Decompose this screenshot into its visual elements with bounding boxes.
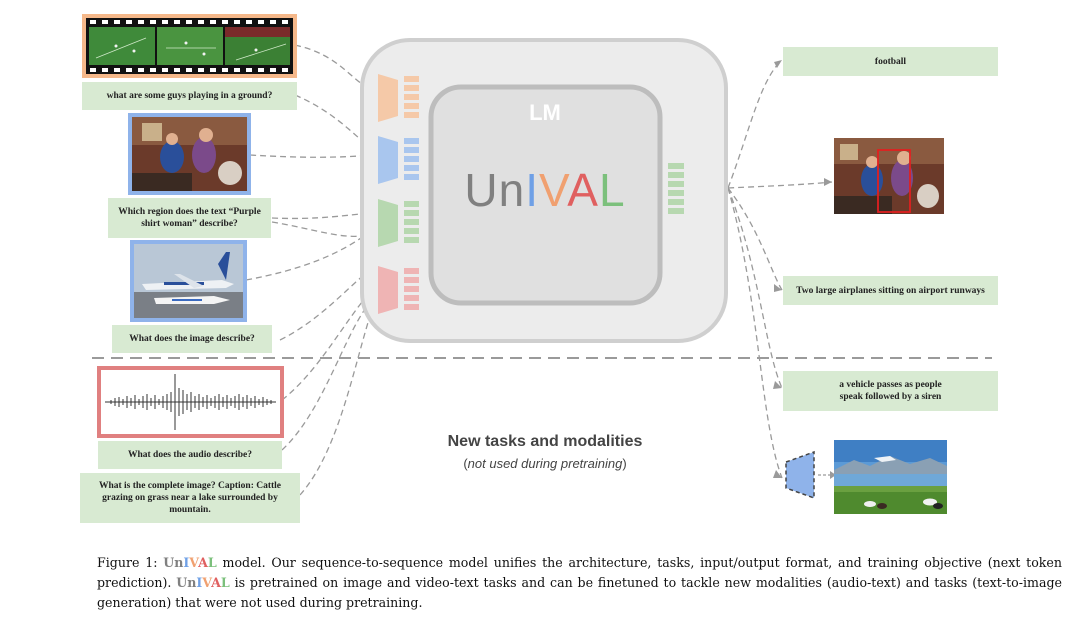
caption-logo: UnIVAL xyxy=(176,575,229,590)
encoder-token xyxy=(404,85,419,91)
encoder-token xyxy=(404,219,419,225)
encoder-token xyxy=(404,112,419,118)
encoder-token xyxy=(404,277,419,283)
encoder-token xyxy=(404,295,419,301)
unival-logo: UnIVAL xyxy=(440,160,650,220)
encoder-token xyxy=(404,210,419,216)
figure-label: Figure 1: xyxy=(97,555,158,570)
input-question-generation: What is the complete image? Caption: Cat… xyxy=(80,473,300,523)
caption-logo-part: V xyxy=(189,555,199,570)
caption-logo-part: Un xyxy=(163,555,184,570)
encoder-token xyxy=(404,201,419,207)
video-frames-icon xyxy=(82,14,297,78)
encoder-trapezoid xyxy=(378,74,398,122)
encoder-trapezoid xyxy=(378,136,398,184)
new-tasks-subtitle: (not used during pretraining) xyxy=(380,456,710,471)
input-question-grounding: Which region does the text “Purple shirt… xyxy=(108,198,271,238)
subtitle-italic: not used during pretraining xyxy=(467,456,623,471)
unival-diagram: LM UnIVAL what are some xyxy=(80,14,998,523)
photo-airplanes-icon xyxy=(130,240,247,322)
encoder-token xyxy=(404,165,419,171)
caption-logo-part: A xyxy=(211,575,221,590)
input-question-video: what are some guys playing in a ground? xyxy=(82,82,297,110)
caption-part-2: is pretrained on image and video-text ta… xyxy=(97,575,1062,610)
encoder-token xyxy=(404,103,419,109)
caption-part-1: model. Our sequence-to-sequence model un… xyxy=(97,555,1062,590)
output-token-stack xyxy=(668,163,684,214)
caption-logo: UnIVAL xyxy=(163,555,216,570)
encoder-token xyxy=(404,237,419,243)
subtitle-open: ( xyxy=(463,456,468,471)
logo-part: A xyxy=(567,164,599,216)
output-answer-caption: Two large airplanes sitting on airport r… xyxy=(783,276,998,305)
encoder-token xyxy=(404,228,419,234)
image-decoder-icon xyxy=(785,450,815,500)
caption-logo-part: I xyxy=(183,555,190,570)
encoder-trapezoid xyxy=(378,199,398,247)
modality-encoder xyxy=(378,136,419,184)
caption-logo-part: A xyxy=(198,555,208,570)
encoder-token xyxy=(404,94,419,100)
lm-inner-box xyxy=(428,84,663,306)
logo-part: V xyxy=(539,164,568,216)
modality-encoder xyxy=(378,199,419,247)
logo-part: Un xyxy=(464,164,526,216)
encoder-token xyxy=(404,156,419,162)
modality-encoder xyxy=(378,74,419,122)
lm-label: LM xyxy=(529,100,561,125)
audio-waveform-icon xyxy=(97,366,284,438)
caption-logo-part: I xyxy=(196,575,203,590)
encoder-token xyxy=(404,174,419,180)
caption-logo-part: Un xyxy=(176,575,197,590)
connection-lines xyxy=(92,44,992,496)
photo-people-icon xyxy=(128,113,251,195)
encoder-trapezoid xyxy=(378,266,398,314)
subtitle-close: ) xyxy=(622,456,627,471)
encoder-token xyxy=(404,76,419,82)
new-tasks-title: New tasks and modalities xyxy=(447,433,643,450)
figure-caption: Figure 1: UnIVAL model. Our sequence-to-… xyxy=(97,553,1062,613)
input-question-caption: What does the image describe? xyxy=(112,325,272,353)
generated-landscape-icon xyxy=(834,440,947,514)
logo-part: L xyxy=(598,164,626,216)
modality-encoder xyxy=(378,266,419,314)
caption-logo-part: L xyxy=(207,555,217,570)
encoder-token xyxy=(404,138,419,144)
encoder-token xyxy=(404,286,419,292)
logo-part: I xyxy=(525,164,540,216)
encoder-token xyxy=(404,268,419,274)
caption-logo-part: L xyxy=(220,575,230,590)
output-answer-football: football xyxy=(783,47,998,76)
decoder-arrow xyxy=(818,471,836,479)
encoder-token xyxy=(404,147,419,153)
caption-logo-part: V xyxy=(202,575,212,590)
output-answer-audio: a vehicle passes as people speak followe… xyxy=(783,371,998,411)
grounded-region-photo-icon xyxy=(834,138,944,214)
encoder-token xyxy=(404,304,419,310)
input-question-audio: What does the audio describe? xyxy=(98,441,282,469)
